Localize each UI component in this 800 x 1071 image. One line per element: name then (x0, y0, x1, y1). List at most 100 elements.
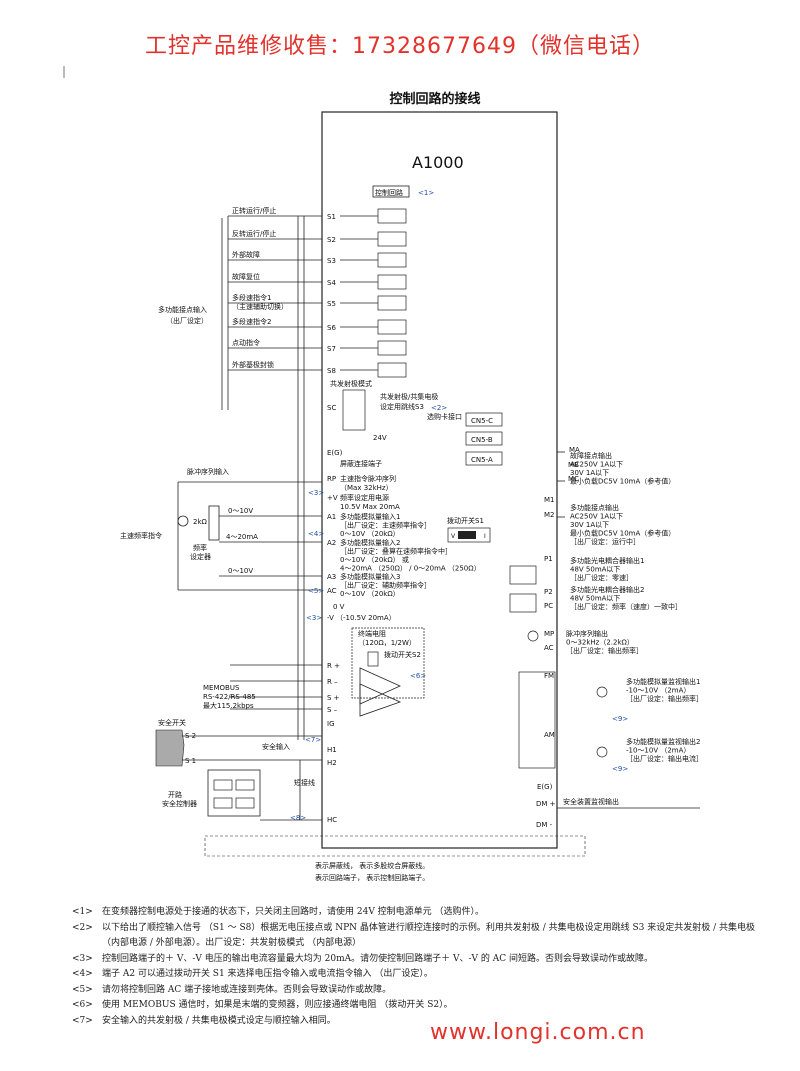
input-coupler-s4 (377, 274, 407, 290)
option-port-label: 选购卡接口 (427, 412, 462, 421)
m-term-m2: M2 (544, 511, 555, 519)
mp-desc-1: 0～32kHz（2.2kΩ） (566, 639, 634, 647)
input-label-s3: 外部故障 (232, 250, 260, 259)
note-number: <5> (72, 984, 93, 995)
shield-term: E(G) (327, 449, 343, 457)
input-coupler-s1 (377, 208, 407, 224)
mp-desc-0: 脉冲序列输出 (566, 629, 608, 638)
rs-driver-1 (359, 667, 401, 705)
safety-switch (155, 729, 185, 767)
analog-output-block (518, 671, 556, 769)
shield-label: 屏蔽连接端子 (340, 459, 382, 468)
a1-term: A1 (327, 513, 336, 521)
p1-desc-2: ［出厂设定：零速］ (570, 573, 633, 582)
ma-term-ma: MA (569, 446, 580, 454)
note-item: <4>端子 A2 可以通过拨动开关 S1 来选择电压指令输入或电流指令输入 （出… (72, 967, 772, 983)
a1-desc-2: 0～10V （20kΩ） (340, 530, 400, 538)
input-term-s3: S3 (327, 257, 336, 265)
multi-input-sub: （出厂设定） (166, 316, 208, 325)
nv-desc: （-10.5V 20mA） (336, 614, 396, 622)
rs-group: R +R –S +S – (230, 662, 340, 714)
input-label-s6: 多段速指令2 (232, 317, 271, 326)
dip-s1-label: 拨动开关S1 (447, 516, 484, 525)
a1-desc-1: ［出厂设定：主速频率指令］ (340, 521, 431, 530)
ref-7: <7> (305, 736, 321, 744)
input-term-s4: S4 (327, 279, 336, 287)
pc-term: PC (544, 602, 553, 610)
jumper-label2: 设定用跳线S3 (380, 402, 424, 411)
m-term-m1: M1 (544, 496, 555, 504)
shield-loop (204, 835, 586, 857)
am-desc-0: 多功能模拟量监视输出2 (626, 737, 700, 746)
am-meter-icon (596, 746, 608, 758)
dip-s1 (447, 527, 491, 543)
rs-term-0: R + (327, 662, 340, 670)
input-term-s1: S1 (327, 213, 336, 221)
p2-term: P2 (544, 588, 553, 596)
ma-term-mc: MC (568, 475, 579, 483)
diagram-title: 控制回路的接线 (389, 92, 481, 107)
a3-term: A3 (327, 573, 336, 581)
h2-term: H2 (327, 759, 337, 767)
input-label-s5: 多段速指令1 (232, 293, 271, 302)
control-circuit-box (372, 185, 410, 198)
cn5-label-0: CN5-C (471, 417, 493, 425)
note-item: <6> 使用 MEMOBUS 通信时，如果是末端的变频器，则应接通终端电阻 （拨动… (72, 998, 772, 1014)
p1-desc-1: 48V 50mA以下 (570, 566, 620, 574)
v-range1: 0～10V (228, 507, 253, 515)
freq-setter2: 设定器 (190, 552, 211, 561)
note-number: <2> (72, 922, 93, 933)
h1-term: H1 (327, 746, 337, 754)
hc-term: HC (327, 816, 337, 824)
pulse-input-label: 脉冲序列输入 (187, 467, 229, 476)
ac-term: AC (327, 587, 337, 595)
fault-desc-1: AC250V 1A以下 (570, 461, 623, 469)
input-term-s6: S6 (327, 324, 336, 332)
mp-term: MP (544, 630, 554, 638)
a2-term: A2 (327, 539, 336, 547)
nv-term: -V (327, 614, 334, 622)
fm-desc-2: ［出厂设定：输出频率］ (626, 694, 703, 703)
note-text: 使用 MEMOBUS 通信时，如果是末端的变频器，则应接通终端电阻 （拨动开关 … (102, 1000, 453, 1010)
am-desc: 多功能模拟量监视输出2-10～10V （2mA）［出厂设定：输出电流］ (626, 737, 703, 763)
fm-desc-0: 多功能模拟量监视输出1 (626, 677, 700, 686)
freq-setter1: 频率 (193, 543, 207, 552)
fm-desc: 多功能模拟量监视输出1-10～10V （2mA）［出厂设定：输出频率］ (626, 677, 703, 703)
legend-terminal: 表示回路端子， 表示控制回路端子。 (315, 873, 429, 882)
note-text: 以下给出了顺控输入信号 （S1 ～ S8）根据无电压接点或 NPN 晶体管进行顺… (102, 922, 756, 949)
note-number: <6> (72, 1000, 93, 1010)
dm-minus-term: DM - (536, 821, 553, 829)
multi-input-label: 多功能接点输入 (158, 305, 207, 314)
s1-label: S 1 (185, 757, 196, 765)
note-number: <1> (72, 907, 93, 917)
e-term-2: E(G) (537, 783, 553, 791)
model-name: A1000 (412, 153, 464, 172)
v24-label: 24V (373, 434, 387, 442)
a2-desc-1: ［出厂设定：叠算在速频率指令中］ (340, 547, 452, 556)
dip-v: V (451, 533, 456, 540)
note-number: <4> (72, 969, 93, 979)
note-item: <2> 以下给出了顺控输入信号 （S1 ～ S8）根据无电压接点或 NPN 晶体管… (72, 921, 772, 952)
a3-desc-1: ［出厂设定：辅助频率指令］ (340, 581, 431, 590)
input-sub-s5: （主速辅助切换） (232, 302, 288, 311)
ref-2: <2> (431, 404, 447, 412)
ref-3b: <3> (306, 614, 322, 622)
a3-desc: 多功能模拟量输入3［出厂设定：辅助频率指令］0～10V （20kΩ） (340, 572, 431, 598)
p2-desc-0: 多功能光电耦合器输出2 (570, 585, 644, 594)
pv-term: +V (327, 494, 338, 502)
legend-shield: 表示屏蔽线， 表示多股绞合屏蔽线。 (315, 861, 429, 870)
ref-4: <4> (308, 530, 324, 538)
pulse-source-icon (177, 515, 189, 527)
inputs-group: 正转运行/停止S1反转运行/停止S2外部故障S3故障复位S4多段速指令1（主速辅… (228, 206, 407, 378)
cn5-box-1 (465, 431, 503, 446)
input-coupler-s5 (377, 295, 407, 311)
rs-term-1: R – (327, 678, 338, 686)
term-res-val: （120Ω，1/2W） (358, 639, 416, 647)
safety-controller (207, 769, 261, 817)
p2-desc-1: 48V 50mA以下 (570, 595, 620, 603)
a1-desc: 多功能模拟量输入1［出厂设定：主速频率指令］0～10V （20kΩ） (340, 512, 431, 538)
ref-5: <5> (308, 587, 324, 595)
